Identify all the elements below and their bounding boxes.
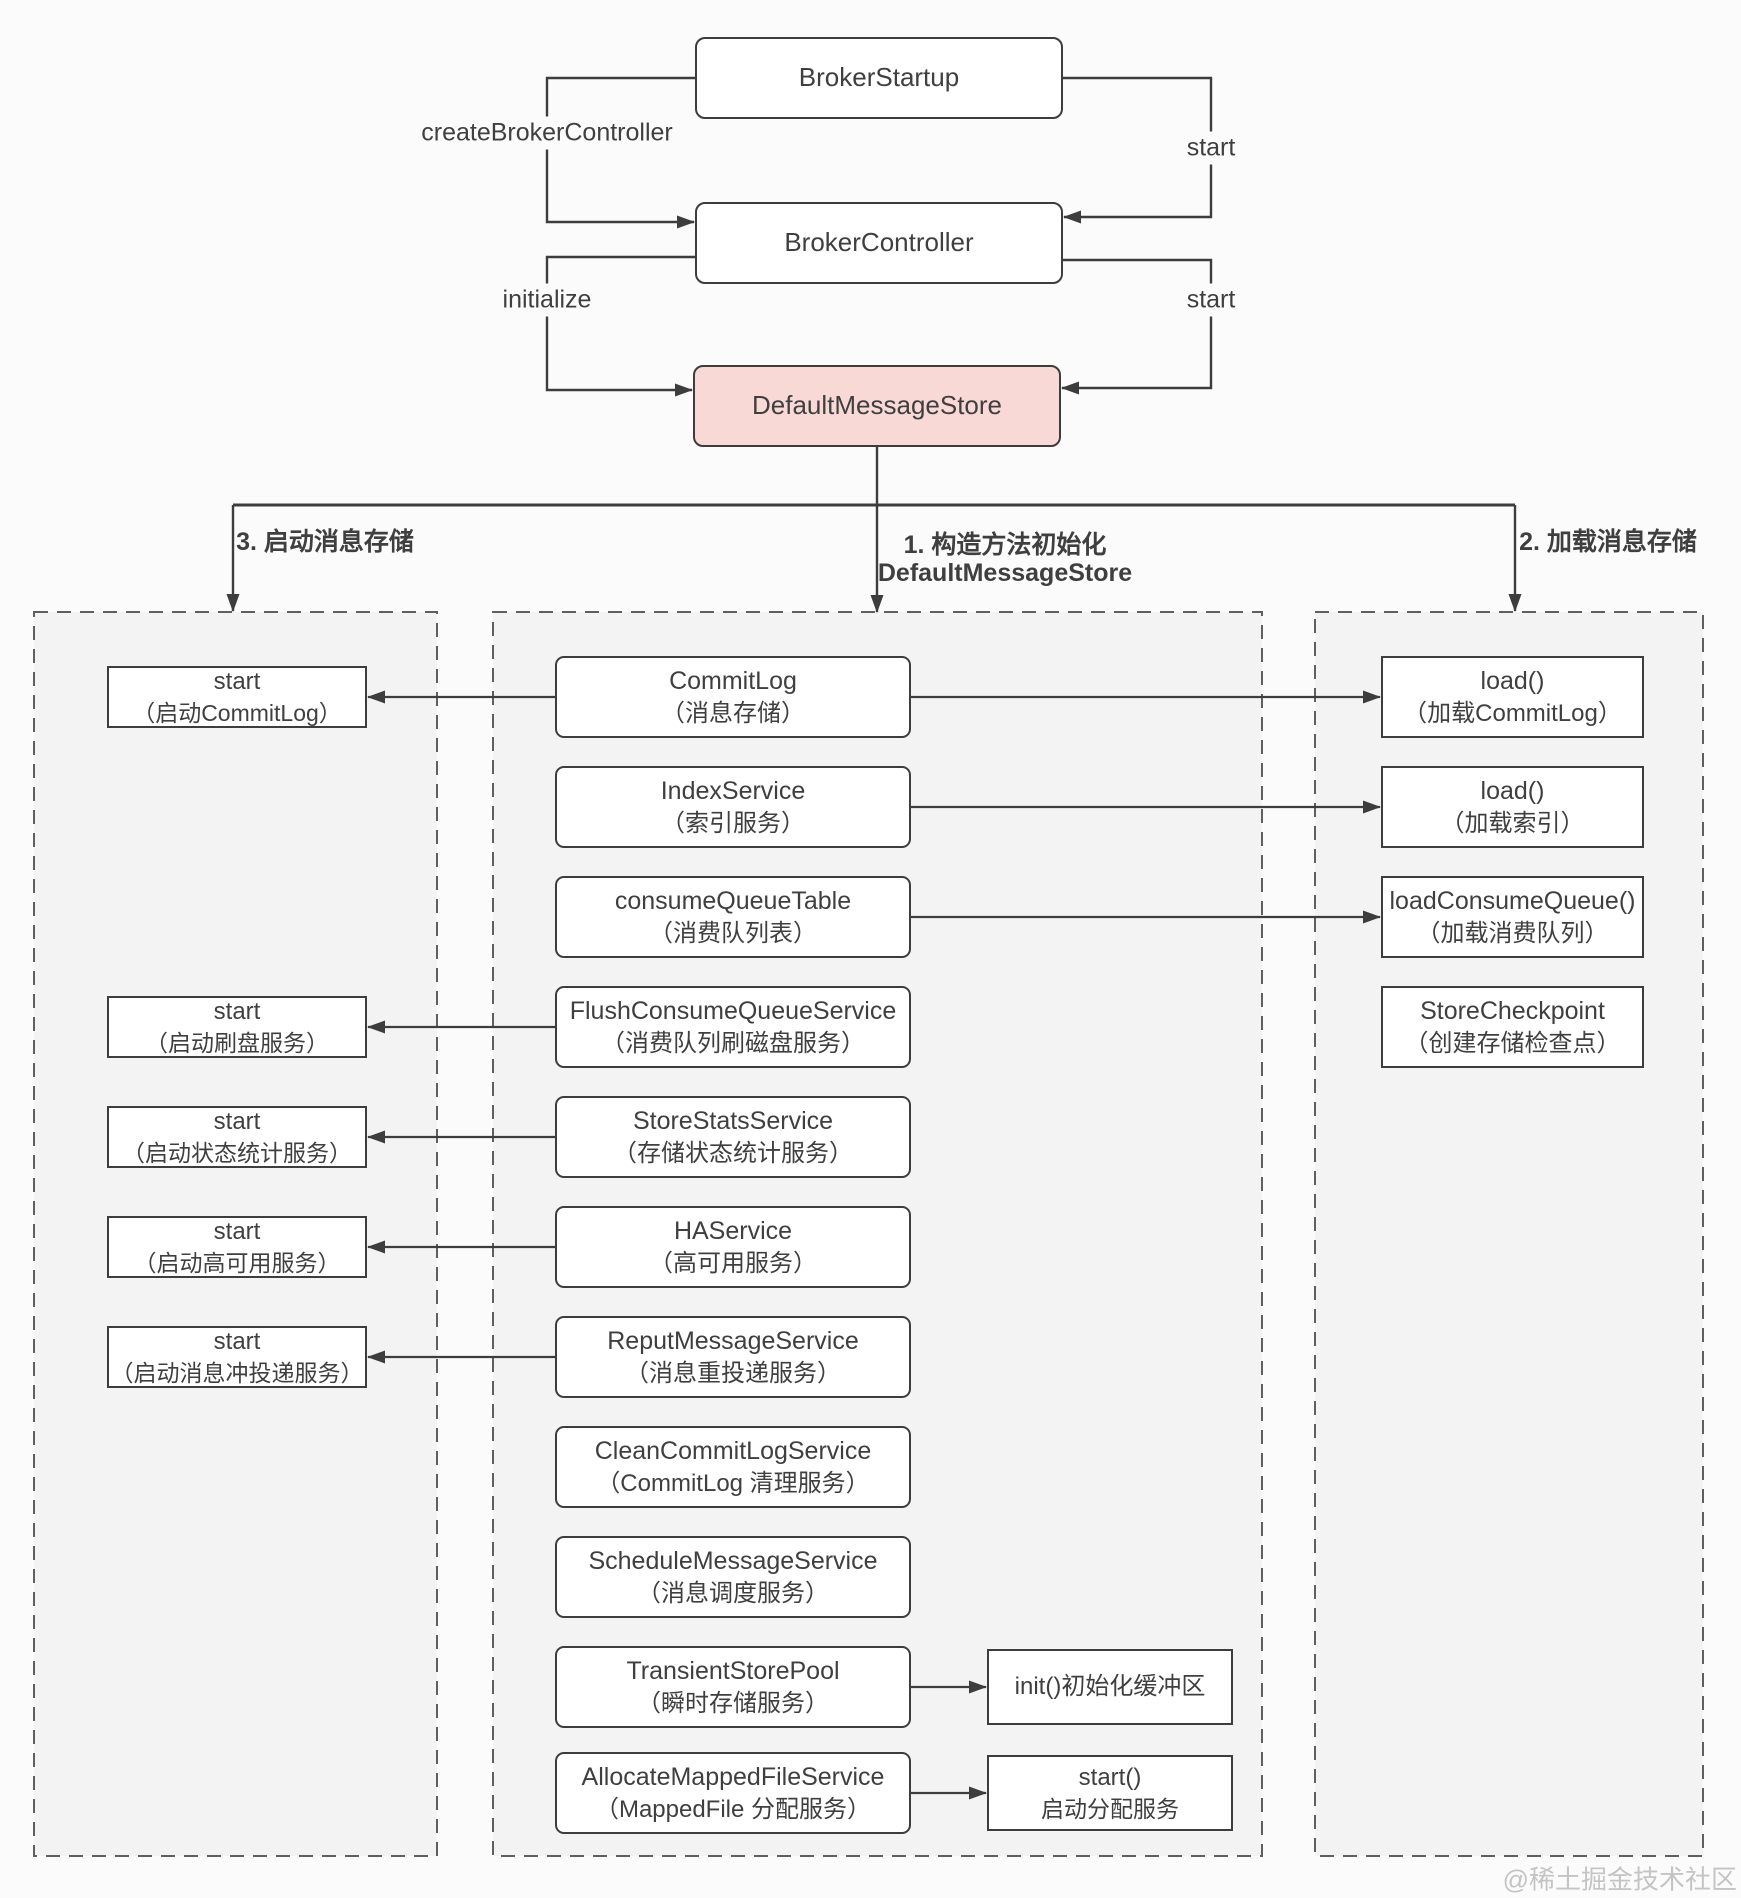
node-label: start [213,1327,261,1355]
node-label: StoreStatsService [632,1106,834,1135]
node-init-buffer: init()初始化缓冲区 [987,1649,1233,1725]
node-label: consumeQueueTable [614,886,852,915]
branch-label-construct-line1: 1. 构造方法初始化 [903,531,1107,560]
edge-createbrokercontroller [545,76,695,229]
branch-label-load-store: 2. 加载消息存储 [1519,528,1697,557]
edge-label-start-bottom: start [1179,283,1243,317]
node-start-commitlog: start （启动CommitLog） [107,666,367,728]
watermark-text: @稀土掘金技术社区 [1502,1864,1737,1895]
edge-label-start-top: start [1179,131,1243,165]
node-brokerstartup: BrokerStartup [695,37,1063,119]
node-label: load() [1480,776,1545,805]
node-allocatemappedfileservice: AllocateMappedFileService （MappedFile 分配… [555,1752,911,1834]
node-label: ScheduleMessageService [588,1546,878,1575]
node-start-flush: start （启动刷盘服务） [107,996,367,1058]
node-sublabel: （启动高可用服务） [133,1250,341,1277]
node-sublabel: （创建存储检查点） [1404,1030,1621,1058]
branch-label-construct-line2: DefaultMessageStore [877,559,1133,588]
node-load-index: load() （加载索引） [1381,766,1644,848]
edge-start-to-store [1061,258,1213,395]
node-label: HAService [673,1216,793,1245]
node-start-haservice: start （启动高可用服务） [107,1216,367,1278]
node-defaultmessagestore: DefaultMessageStore [693,365,1061,447]
node-transientstorepool: TransientStorePool （瞬时存储服务） [555,1646,911,1728]
node-label: CleanCommitLogService [594,1436,872,1465]
node-sublabel: （加载消费队列） [1416,920,1609,948]
node-label: start [213,997,261,1025]
node-label: load() [1480,666,1545,695]
node-label: StoreCheckpoint [1420,996,1605,1025]
node-sublabel: （消息重投递服务） [625,1360,841,1388]
node-label: start [213,1107,261,1135]
node-flushconsumequeueservice: FlushConsumeQueueService （消费队列刷磁盘服务） [555,986,911,1068]
node-sublabel: （高可用服务） [649,1250,817,1278]
node-consumequeuetable: consumeQueueTable （消费队列表） [555,876,911,958]
edge-label-createbrokercontroller: createBrokerController [414,116,680,150]
node-loadconsumequeue: loadConsumeQueue() （加载消费队列） [1381,876,1644,958]
node-sublabel: （存储状态统计服务） [613,1140,853,1168]
node-sublabel: （启动状态统计服务） [122,1140,352,1167]
node-start-allocate: start() 启动分配服务 [987,1755,1233,1831]
node-start-storestats: start （启动状态统计服务） [107,1106,367,1168]
node-commitlog: CommitLog （消息存储） [555,656,911,738]
node-sublabel: （消费队列表） [649,920,817,948]
node-storestatsservice: StoreStatsService （存储状态统计服务） [555,1096,911,1178]
node-label: BrokerStartup [798,62,960,93]
node-sublabel: （加载CommitLog） [1403,700,1622,728]
node-label: start [213,667,261,695]
node-sublabel: （MappedFile 分配服务） [594,1796,872,1824]
node-sublabel: （加载索引） [1440,810,1585,838]
node-indexservice: IndexService （索引服务） [555,766,911,848]
node-sublabel: （启动消息冲投递服务） [110,1360,364,1387]
node-label: FlushConsumeQueueService [569,996,897,1025]
node-sublabel: （启动CommitLog） [132,700,342,727]
node-cleancommitlogservice: CleanCommitLogService （CommitLog 清理服务） [555,1426,911,1508]
edge-label-initialize: initialize [495,283,599,317]
node-sublabel: （启动刷盘服务） [145,1030,329,1057]
node-haservice: HAService （高可用服务） [555,1206,911,1288]
node-sublabel: （消费队列刷磁盘服务） [601,1030,865,1058]
node-label: TransientStorePool [626,1656,840,1685]
node-start-reput: start （启动消息冲投递服务） [107,1326,367,1388]
node-sublabel: （消息存储） [661,700,805,728]
node-load-commitlog: load() （加载CommitLog） [1381,656,1644,738]
node-schedulemessageservice: ScheduleMessageService （消息调度服务） [555,1536,911,1618]
node-label: start() [1078,1763,1142,1791]
edge-initialize [545,255,695,397]
node-label: start [213,1217,261,1245]
node-label: AllocateMappedFileService [581,1762,885,1791]
node-sublabel: （CommitLog 清理服务） [596,1470,870,1498]
node-sublabel: 启动分配服务 [1041,1796,1179,1823]
node-label: loadConsumeQueue() [1389,886,1636,915]
node-sublabel: （瞬时存储服务） [637,1690,829,1718]
node-reputmessageservice: ReputMessageService （消息重投递服务） [555,1316,911,1398]
branch-label-start-store: 3. 启动消息存储 [236,528,414,557]
node-label: DefaultMessageStore [751,390,1003,421]
node-label: ReputMessageService [607,1326,859,1355]
node-label: CommitLog [669,666,797,695]
node-storecheckpoint: StoreCheckpoint （创建存储检查点） [1381,986,1644,1068]
node-label: init()初始化缓冲区 [1014,1673,1206,1701]
node-sublabel: （消息调度服务） [637,1580,829,1608]
node-label: BrokerController [784,227,974,258]
node-brokercontroller: BrokerController [695,202,1063,284]
node-label: IndexService [660,776,806,805]
node-sublabel: （索引服务） [661,810,805,838]
